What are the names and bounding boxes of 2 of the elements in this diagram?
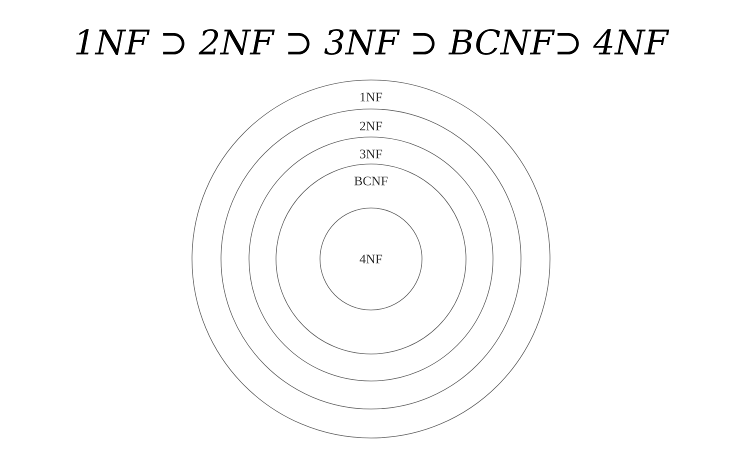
title: 1NF ⊃ 2NF ⊃ 3NF ⊃ BCNF⊃ 4NF bbox=[76, 29, 670, 55]
ring: 4NF bbox=[320, 208, 422, 310]
